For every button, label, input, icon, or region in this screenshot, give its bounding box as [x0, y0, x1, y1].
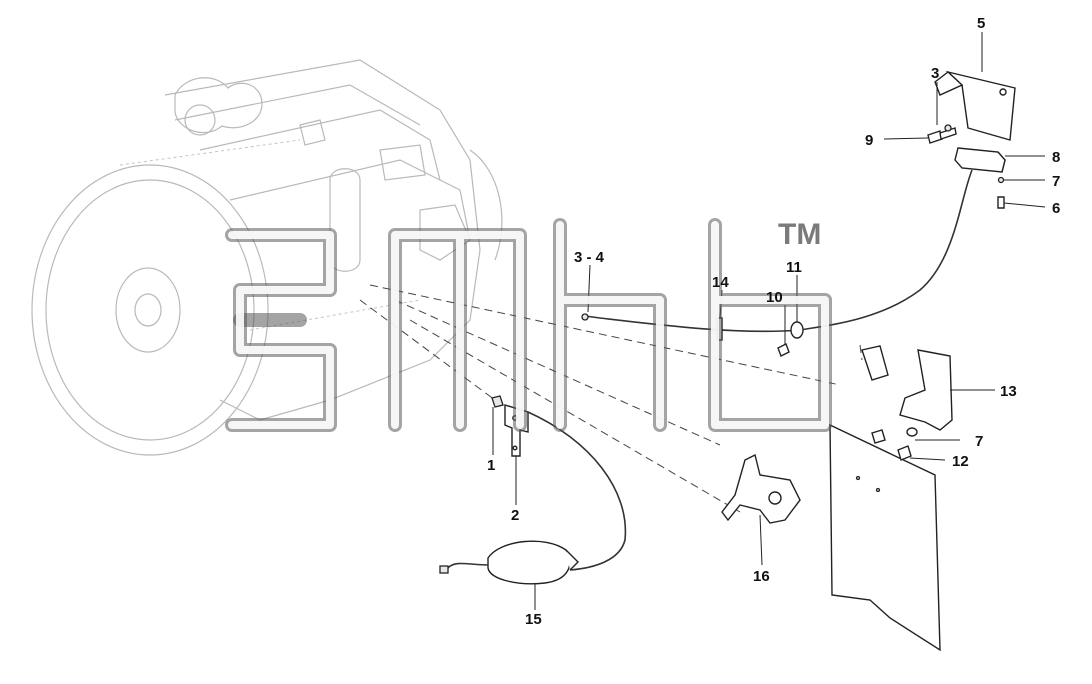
pad [861, 345, 889, 381]
bolt-lower-b [897, 445, 912, 461]
callout-5: 5 [977, 15, 985, 32]
bolt-lower-a [871, 429, 886, 444]
callout-14: 14 [712, 274, 729, 291]
watermark-trademark: TM [778, 218, 821, 251]
callout-13: 13 [1000, 383, 1017, 400]
washer-3-4 [581, 313, 589, 321]
screw-6 [997, 196, 1005, 209]
cover-13 [899, 349, 953, 431]
callout-7b: 7 [975, 433, 983, 450]
wire-15 [447, 562, 489, 569]
callout-7a: 7 [1052, 173, 1060, 190]
callout-1: 1 [487, 457, 495, 474]
callout-10: 10 [766, 289, 783, 306]
nut-1 [491, 395, 504, 408]
callout-labels: 5 3 9 8 7 6 3 - 4 14 11 10 13 7 12 1 2 1… [487, 15, 1060, 628]
watermark-logo [225, 218, 832, 432]
sensor-15 [487, 540, 579, 585]
callout-6: 6 [1052, 200, 1060, 217]
cable-15 [527, 411, 627, 571]
callout-3a: 3 [931, 65, 939, 82]
callout-3-4: 3 - 4 [574, 249, 605, 266]
callout-16: 16 [753, 568, 770, 585]
bracket-5 [934, 70, 1016, 141]
connector-15 [439, 565, 449, 574]
callout-15: 15 [525, 611, 542, 628]
callout-9: 9 [865, 132, 873, 149]
callout-2: 2 [511, 507, 519, 524]
nut-7-top [997, 176, 1005, 184]
sensor-8 [954, 147, 1006, 173]
spring-7 [906, 427, 918, 437]
callout-8: 8 [1052, 149, 1060, 166]
bolt-9 [927, 127, 957, 144]
leader-lines [492, 32, 1046, 610]
washer-3 [944, 124, 952, 132]
clamp-11 [790, 321, 804, 339]
callout-12: 12 [952, 453, 969, 470]
panel [829, 423, 941, 652]
bolt-10 [777, 343, 790, 357]
assembly-lines [359, 284, 863, 513]
bracket-16 [721, 453, 801, 524]
engine-ghost-outline [31, 59, 503, 456]
sensor-cable [599, 169, 973, 333]
callout-11: 11 [786, 259, 802, 276]
